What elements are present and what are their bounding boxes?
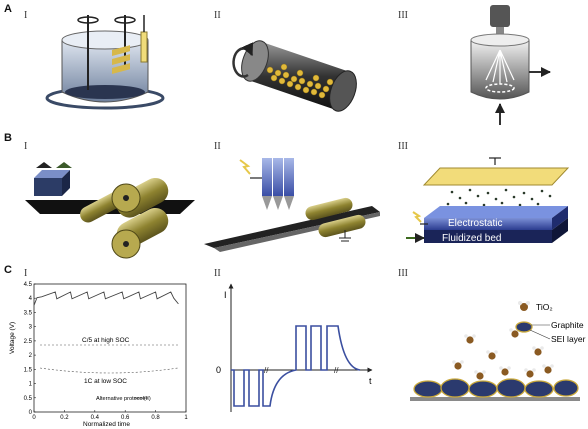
spray-reactor-illustration bbox=[470, 5, 551, 125]
high-soc-annotation: C/5 at high SOC bbox=[82, 337, 130, 344]
voltage-series-line bbox=[33, 291, 179, 306]
fluidized-bed-illustration bbox=[406, 157, 570, 243]
panel-label-b3: III bbox=[398, 141, 408, 152]
voltage-chart-xlabel: Normalized time bbox=[83, 421, 130, 428]
tio2-legend-icon bbox=[520, 303, 528, 311]
panel-label-a1: I bbox=[24, 10, 28, 21]
beaker-mixer-illustration bbox=[45, 15, 165, 110]
graphite-particles bbox=[413, 378, 579, 398]
panel-label-b2: II bbox=[214, 141, 221, 152]
y-tick-label: 2.5 bbox=[24, 339, 33, 345]
electrostatic-label: Electrostatic bbox=[448, 218, 502, 229]
x-tick-label: 1 bbox=[184, 415, 188, 421]
x-tick-label: 0.6 bbox=[121, 415, 130, 421]
voltage-legend-label: Alternative protocol(II) bbox=[96, 396, 151, 402]
voltage-chart: 0 0.2 0.4 0.6 0.8 1 0 0.5 1 1.5 2 2.5 3 3.5 4 4.5 bbox=[24, 282, 189, 421]
electrospray-calendering-illustration bbox=[204, 158, 380, 252]
ball-mill-drum-illustration bbox=[232, 40, 357, 112]
current-collector bbox=[410, 397, 580, 401]
fluidized-bed-label: Fluidized bed bbox=[442, 233, 501, 244]
row-label-b: B bbox=[4, 132, 12, 144]
zero-label: 0 bbox=[216, 365, 221, 375]
panel-label-a2: II bbox=[214, 10, 221, 21]
low-soc-annotation: 1C at low SOC bbox=[84, 378, 127, 385]
powder-particles bbox=[266, 63, 334, 99]
voltage-chart-ticks: 0 0.2 0.4 0.6 0.8 1 0 0.5 1 1.5 2 2.5 3 3.5 4 4.5 bbox=[24, 282, 189, 421]
sei-layer-label: SEI layer bbox=[551, 334, 586, 344]
current-pulse-chart: // // bbox=[228, 283, 373, 412]
x-tick-label: 0 bbox=[32, 415, 36, 421]
time-axis-label: t bbox=[369, 376, 372, 386]
y-tick-label: 1.5 bbox=[24, 367, 33, 373]
low-soc-arrow bbox=[39, 367, 179, 374]
voltage-chart-ylabel: Voltage (V) bbox=[9, 322, 16, 354]
y-tick-label: 2 bbox=[29, 353, 33, 359]
row-label-a: A bbox=[4, 3, 12, 15]
panel-label-c3: III bbox=[398, 268, 408, 279]
particle-cloud bbox=[446, 188, 552, 207]
panel-label-c1: I bbox=[24, 268, 28, 279]
y-tick-label: 0 bbox=[29, 410, 33, 416]
dry-calendering-illustration bbox=[25, 162, 195, 259]
current-y-axis-label: I bbox=[224, 290, 227, 300]
y-tick-label: 0.5 bbox=[24, 396, 33, 402]
x-tick-label: 0.8 bbox=[151, 415, 160, 421]
panel-label-a3: III bbox=[398, 10, 408, 21]
y-tick-label: 3.5 bbox=[24, 310, 33, 316]
y-tick-label: 1 bbox=[29, 382, 33, 388]
graphite-label: Graphite bbox=[551, 320, 584, 330]
y-tick-label: 4 bbox=[29, 296, 33, 302]
coated-graphite-illustration bbox=[410, 301, 580, 401]
panel-label-b1: I bbox=[24, 141, 28, 152]
axis-break-2: // bbox=[334, 366, 339, 375]
voltage-chart-frame bbox=[33, 283, 187, 413]
tio2-label: TiO₂ bbox=[536, 302, 553, 312]
x-tick-label: 0.4 bbox=[91, 415, 100, 421]
axis-break-1: // bbox=[264, 366, 269, 375]
y-tick-label: 4.5 bbox=[24, 282, 33, 288]
x-tick-label: 0.2 bbox=[60, 415, 69, 421]
graphite-legend-icon bbox=[515, 321, 533, 333]
panel-label-c2: II bbox=[214, 268, 221, 279]
current-waveform bbox=[231, 325, 361, 407]
tio2-particles bbox=[452, 328, 554, 380]
y-tick-label: 3 bbox=[29, 325, 33, 331]
row-label-c: C bbox=[4, 264, 12, 276]
